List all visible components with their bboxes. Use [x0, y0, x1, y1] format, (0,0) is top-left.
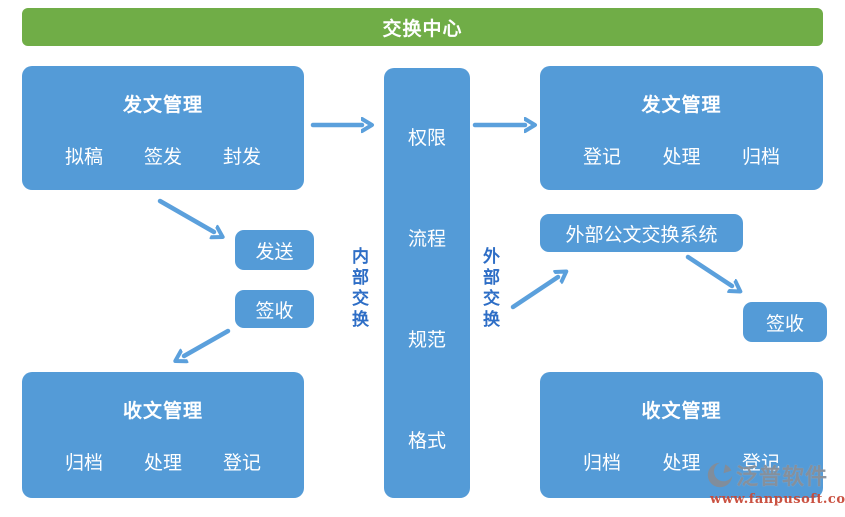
- box-items: 拟稿 签发 封发: [22, 142, 304, 169]
- box-item: 登记: [583, 146, 622, 168]
- box-item: 签发: [143, 146, 182, 168]
- fanpu-logo-icon: [707, 462, 733, 488]
- internal-exchange-label: 内部交换: [348, 247, 368, 331]
- sign-receipt-left-label: 签收: [255, 299, 294, 322]
- center-item: 权限: [407, 127, 446, 149]
- incoming-left-box: 收文管理 归档 处理 登记: [22, 372, 304, 498]
- send-button: 发送: [235, 230, 314, 270]
- incoming-right-box: 收文管理 归档 处理 登记: [540, 372, 823, 498]
- box-item: 归档: [741, 146, 780, 168]
- center-column: 权限 流程 规范 格式: [384, 68, 470, 498]
- box-items: 登记 处理 归档: [540, 142, 823, 169]
- outgoing-right-box: 发文管理 登记 处理 归档: [540, 66, 823, 190]
- box-item: 归档: [65, 452, 104, 474]
- arrow-system-to-sign-receipt-right: [685, 254, 732, 286]
- box-items: 归档 处理 登记: [22, 448, 304, 475]
- external-system-label: 外部公文交换系统: [565, 223, 718, 246]
- center-item: 流程: [407, 228, 446, 250]
- external-system-box: 外部公文交换系统: [540, 214, 743, 252]
- sign-receipt-right-button: 签收: [743, 302, 827, 342]
- box-item: 处理: [662, 452, 701, 474]
- arrow-external-exchange-to-system: [510, 277, 558, 310]
- arrow-outgoing-left-to-send: [157, 198, 214, 232]
- send-label: 发送: [255, 240, 294, 263]
- box-items: 归档 处理 登记: [540, 448, 823, 475]
- watermark: 泛普软件 www.fanpusoft.com: [706, 459, 845, 507]
- outgoing-left-box: 发文管理 拟稿 签发 封发: [22, 66, 304, 190]
- watermark-brand: 泛普软件: [736, 465, 829, 490]
- box-item: 封发: [222, 146, 261, 168]
- box-title: 收文管理: [122, 400, 203, 422]
- box-item: 拟稿: [65, 146, 104, 168]
- box-item: 处理: [143, 452, 182, 474]
- box-item: 登记: [741, 452, 780, 474]
- watermark-url: www.fanpusoft.com: [710, 492, 845, 507]
- sign-receipt-right-label: 签收: [765, 312, 804, 335]
- box-item: 登记: [222, 452, 261, 474]
- center-item: 规范: [407, 329, 446, 351]
- banner-title: 交换中心: [382, 17, 463, 40]
- arrow-sign-receipt-to-incoming-left: [184, 328, 231, 356]
- box-title: 发文管理: [641, 94, 722, 116]
- exchange-center-banner: 交换中心: [22, 8, 823, 46]
- box-title: 发文管理: [122, 94, 203, 116]
- box-title: 收文管理: [641, 400, 722, 422]
- box-item: 归档: [583, 452, 622, 474]
- box-item: 处理: [662, 146, 701, 168]
- sign-receipt-left-button: 签收: [235, 290, 314, 328]
- external-exchange-label: 外部交换: [479, 247, 499, 331]
- center-item: 格式: [407, 430, 446, 452]
